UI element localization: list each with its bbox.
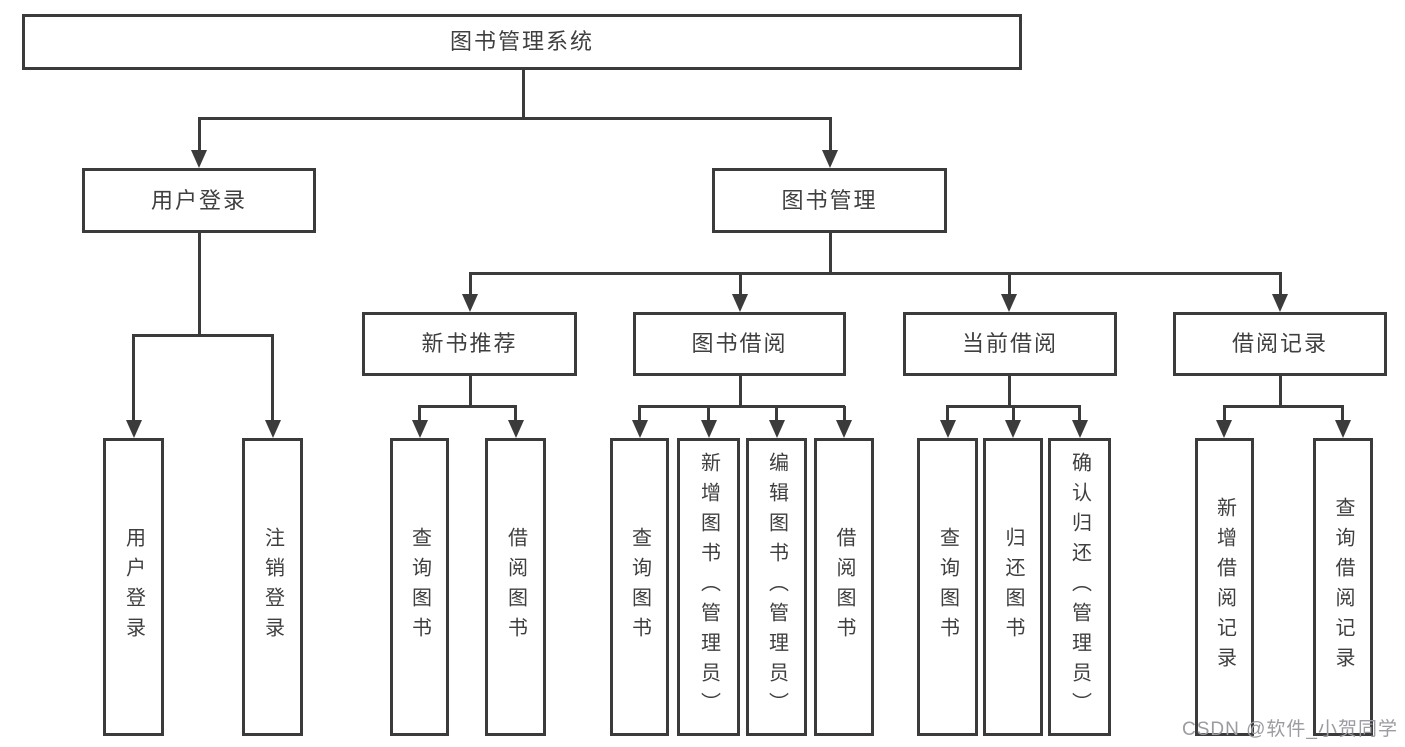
leaf-add-book-admin: 新增图书（管理员）: [677, 438, 740, 736]
connector-query-books-recommend-drop: [418, 406, 421, 420]
arrowhead-confirm-return: [1071, 420, 1088, 438]
arrowhead-borrow-books-recommend: [507, 420, 524, 438]
connector-book-borrow-drop: [738, 273, 742, 294]
connector-user-login-stem: [197, 233, 201, 335]
leaf-query-books-current: 查询图书: [917, 438, 978, 736]
connector-new-book-stem: [468, 376, 472, 406]
arrowhead-edit-book: [768, 420, 785, 438]
arrowhead-borrow-books: [836, 420, 852, 438]
node-new-book-recommend: 新书推荐: [362, 312, 577, 376]
connector-confirm-return-drop: [1078, 406, 1081, 420]
leaf-return-books: 归还图书: [983, 438, 1043, 736]
connector-new-book-drop: [468, 273, 472, 294]
connector-query-books-borrow-drop: [638, 406, 641, 420]
arrowhead-book-borrow: [732, 294, 748, 312]
leaf-add-borrow-record: 新增借阅记录: [1195, 438, 1254, 736]
arrowhead-query-record: [1334, 420, 1351, 438]
connector-add-record-drop: [1222, 406, 1226, 420]
leaf-query-books-recommend: 查询图书: [390, 438, 449, 736]
csdn-watermark: CSDN @软件_小贺同学: [1182, 719, 1398, 740]
leaf-borrow-books: 借阅图书: [814, 438, 874, 736]
node-borrow-records: 借阅记录: [1173, 312, 1387, 376]
leaf-confirm-return-admin: 确认归还（管理员）: [1048, 438, 1111, 736]
connector-borrow-books-recommend-drop: [514, 406, 517, 420]
connector-borrow-books-drop: [842, 406, 846, 420]
leaf-query-borrow-record: 查询借阅记录: [1313, 438, 1373, 736]
arrowhead-current-borrow: [1001, 294, 1017, 312]
arrowhead-add-book: [700, 420, 717, 438]
arrowhead-borrow-records: [1272, 294, 1288, 312]
leaf-logout: 注销登录: [242, 438, 303, 736]
leaf-user-login: 用户登录: [103, 438, 164, 736]
arrowhead-new-book: [462, 294, 478, 312]
leaf-edit-book-admin: 编辑图书（管理员）: [746, 438, 807, 736]
arrowhead-user-login: [191, 150, 207, 168]
node-book-management-branch: 图书管理: [712, 168, 947, 233]
connector-user-login-rail: [132, 333, 274, 337]
node-current-borrow: 当前借阅: [903, 312, 1117, 376]
node-user-login-branch: 用户登录: [82, 168, 316, 233]
connector-new-book-rail: [418, 404, 517, 408]
arrowhead-query-books-borrow: [631, 420, 648, 438]
connector-book-management-drop: [828, 118, 832, 151]
connector-level3-rail: [468, 271, 1282, 275]
arrowhead-leaf-logout: [264, 420, 281, 438]
connector-borrow-records-drop: [1278, 273, 1282, 294]
connector-current-borrow-drop: [1007, 273, 1011, 294]
arrowhead-return-books: [1005, 420, 1021, 438]
arrowhead-query-books-current: [939, 420, 956, 438]
connector-level2-rail: [197, 116, 832, 120]
node-book-borrow: 图书借阅: [633, 312, 846, 376]
connector-add-book-drop: [707, 406, 710, 420]
arrowhead-query-books-recommend: [411, 420, 428, 438]
connector-book-management-stem: [828, 233, 832, 273]
connector-leaf-user-login-drop: [132, 335, 135, 421]
node-system-root: 图书管理系统: [22, 14, 1022, 70]
connector-borrow-records-rail: [1222, 404, 1344, 408]
connector-current-borrow-stem: [1007, 376, 1011, 406]
leaf-borrow-books-recommend: 借阅图书: [485, 438, 546, 736]
leaf-query-books-borrow: 查询图书: [610, 438, 669, 736]
connector-borrow-records-stem: [1278, 376, 1282, 406]
arrowhead-leaf-user-login: [125, 420, 142, 438]
connector-query-books-current-drop: [946, 406, 949, 420]
arrowhead-book-management: [822, 150, 838, 168]
connector-book-borrow-rail: [638, 404, 845, 408]
connector-return-books-drop: [1011, 406, 1015, 420]
connector-root-stem: [521, 70, 525, 118]
connector-book-borrow-stem: [738, 376, 742, 406]
arrowhead-add-record: [1216, 420, 1232, 438]
connector-user-login-drop: [197, 118, 201, 151]
connector-query-record-drop: [1341, 406, 1344, 420]
connector-edit-book-drop: [775, 406, 778, 420]
connector-leaf-logout-drop: [271, 335, 274, 421]
